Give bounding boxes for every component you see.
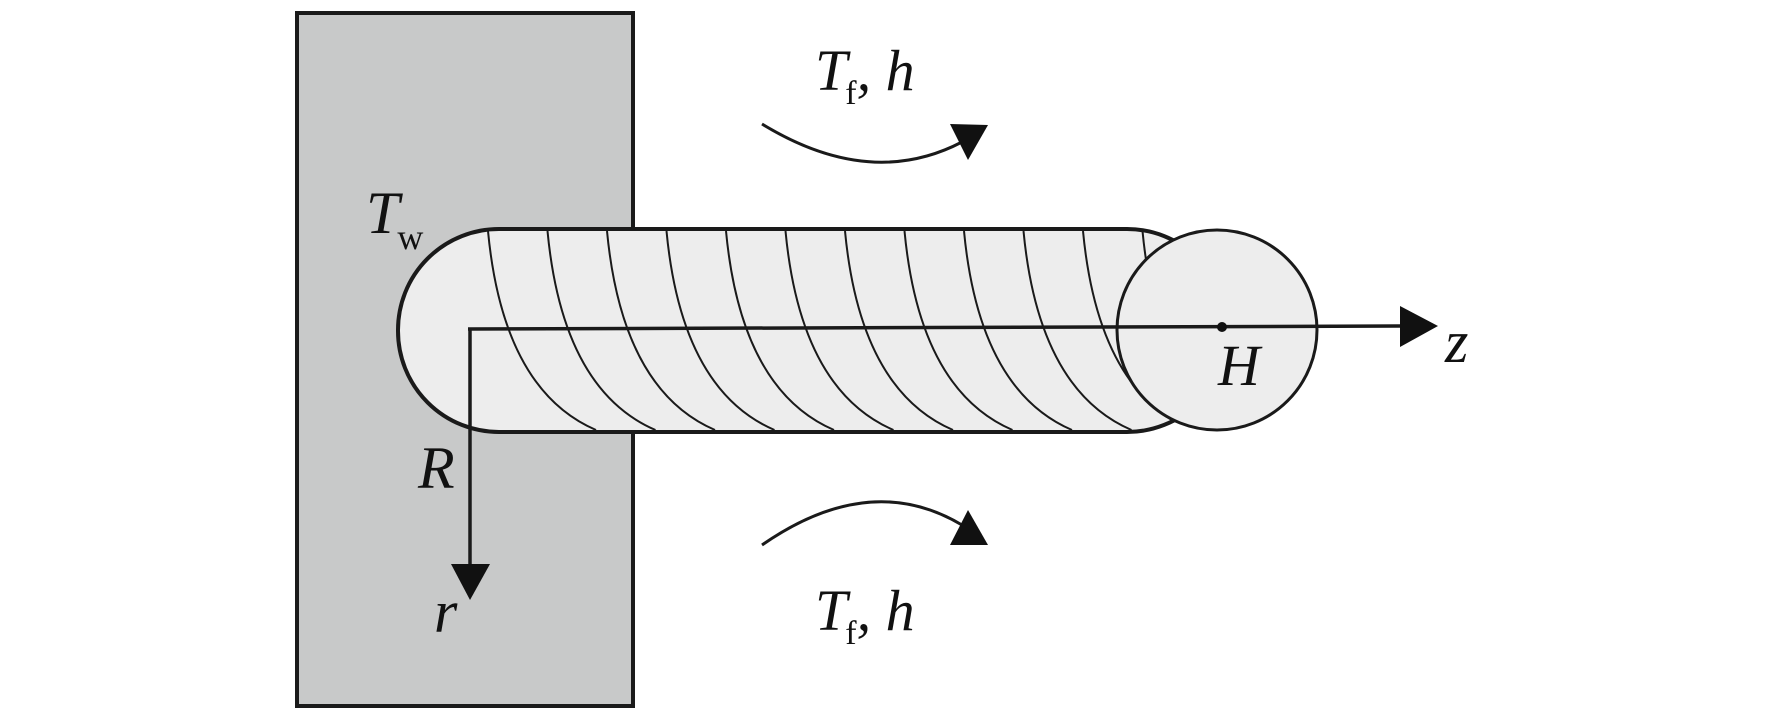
z-axis-label: z xyxy=(1444,309,1468,375)
coil-turn xyxy=(784,230,894,431)
wall-temperature-label: Tw xyxy=(366,180,423,257)
radius-label: R xyxy=(417,435,455,501)
coil-turn xyxy=(1022,230,1132,431)
coil-turn xyxy=(487,230,597,431)
coil-turn xyxy=(606,230,716,431)
rod-end-cap xyxy=(1115,228,1319,432)
coil-turn xyxy=(844,230,954,431)
r-axis-label: r xyxy=(434,579,458,645)
length-label: H xyxy=(1217,333,1263,398)
bottom-flow-arrowhead xyxy=(950,510,988,545)
end-point-marker xyxy=(1217,322,1227,332)
top-flow-arrow xyxy=(761,122,963,164)
fluid-condition-top-label: Tf, h xyxy=(815,38,915,112)
r-axis-arrowhead xyxy=(451,564,490,600)
z-axis-line xyxy=(467,324,1411,331)
z-axis-arrowhead xyxy=(1400,306,1438,347)
bottom-flow-arrow xyxy=(761,500,963,547)
coil-turn xyxy=(665,230,775,431)
coil-turn xyxy=(725,230,835,431)
coil-turn xyxy=(546,230,656,431)
coil-turn xyxy=(963,230,1073,431)
coil-turn xyxy=(903,230,1013,431)
top-flow-arrowhead xyxy=(950,124,988,160)
fluid-condition-bottom-label: Tf, h xyxy=(815,578,915,652)
